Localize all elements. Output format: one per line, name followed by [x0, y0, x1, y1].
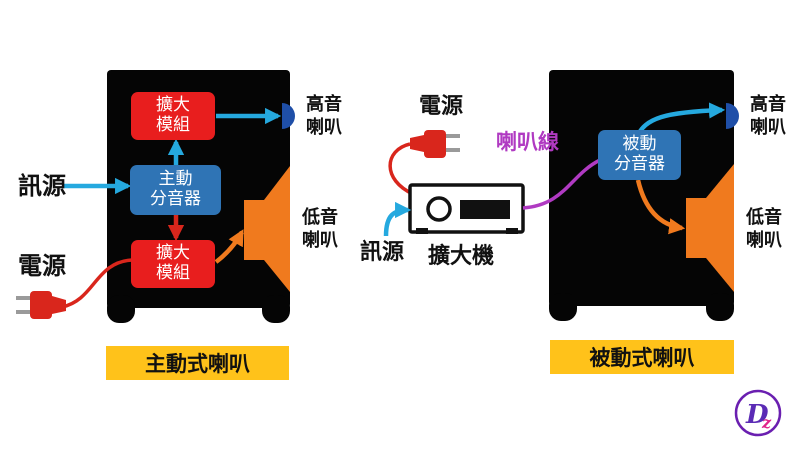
tweeter-icon: [726, 103, 739, 129]
passive-power-label: 電源: [419, 94, 464, 119]
passive-tweeter-label: 高音 喇叭: [750, 94, 786, 139]
amplifier-icon: [408, 183, 525, 234]
active-woofer-label: 低音 喇叭: [302, 207, 338, 252]
woofer-icon: [244, 166, 290, 292]
active-power-label: 電源: [18, 252, 66, 280]
active-signal-label: 訊源: [18, 172, 66, 200]
passive-power-cord: [388, 142, 414, 196]
amp-module-bottom: 擴大 模組: [131, 240, 215, 288]
amplifier-label: 擴大機: [428, 244, 495, 269]
woofer-icon: [686, 164, 734, 292]
dz-logo-icon: D z: [734, 389, 782, 437]
amp-module-top: 擴大 模組: [131, 92, 215, 140]
tweeter-icon: [282, 103, 295, 129]
passive-crossover: 被動 分音器: [598, 130, 681, 180]
active-crossover: 主動 分音器: [130, 165, 221, 215]
arrow-signal-to-amplifier: [383, 201, 412, 237]
svg-text:D: D: [745, 400, 769, 430]
speaker-wire-label: 喇叭線: [496, 130, 559, 154]
arrow-amp-bottom-to-woofer: [214, 229, 244, 264]
power-plug-icon: [410, 130, 460, 158]
passive-signal-label: 訊源: [360, 240, 405, 265]
svg-text:z: z: [761, 413, 772, 432]
arrow-crossover-to-woofer: [635, 179, 686, 235]
passive-speaker-caption: 被動式喇叭: [550, 340, 734, 374]
active-speaker-caption: 主動式喇叭: [106, 346, 289, 380]
speaker-wire: [522, 158, 601, 210]
active-tweeter-label: 高音 喇叭: [306, 94, 342, 139]
active-power-cord: [61, 258, 133, 309]
power-plug-icon: [16, 291, 66, 319]
passive-woofer-label: 低音 喇叭: [746, 207, 782, 252]
